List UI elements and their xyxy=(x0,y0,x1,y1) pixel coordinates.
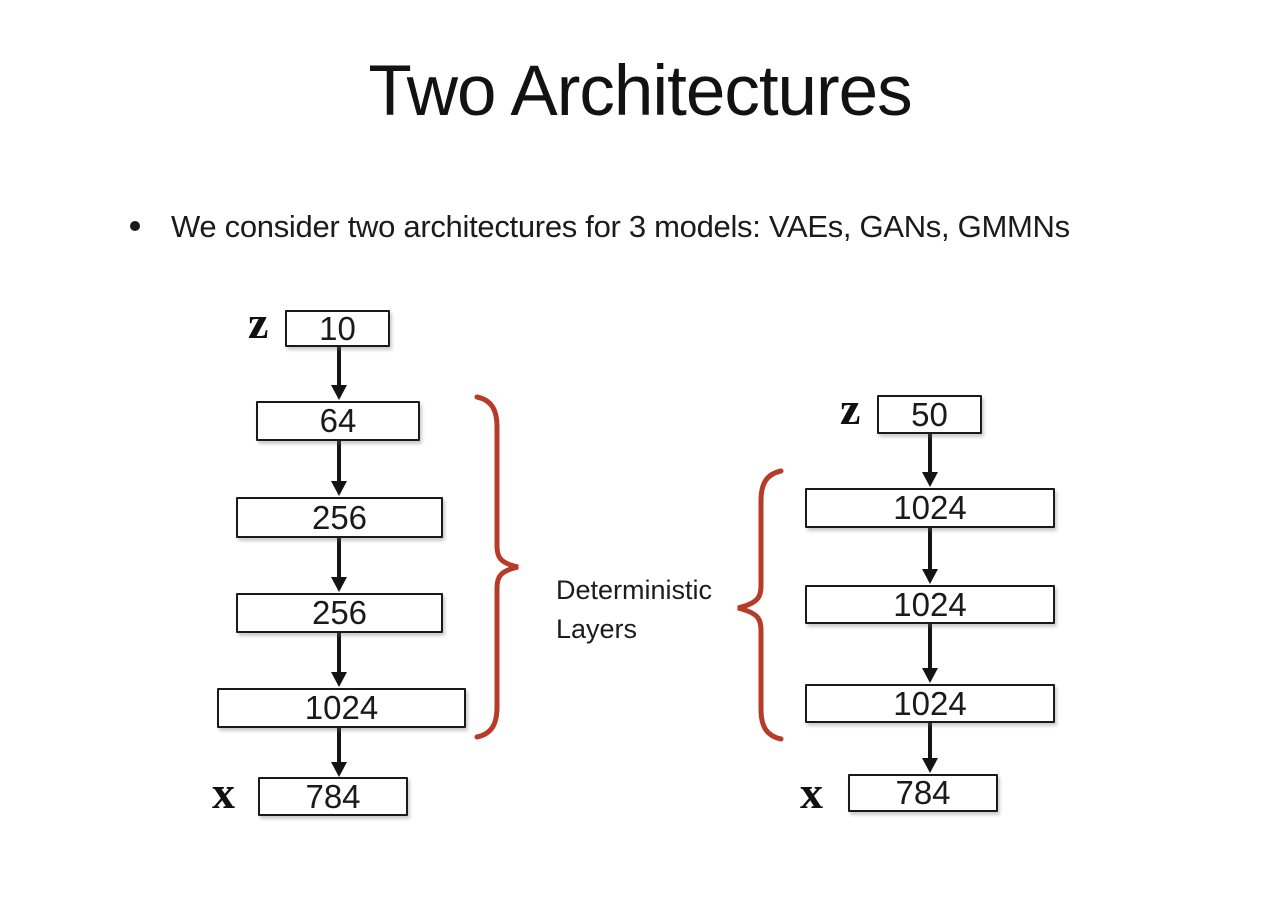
arrow-down-icon xyxy=(922,624,938,683)
arrow-down-icon xyxy=(331,347,347,400)
latent-label-left: z xyxy=(248,297,269,348)
layer-box-output-right: 784 xyxy=(848,774,998,812)
arrow-down-icon xyxy=(331,633,347,687)
output-label-left: x xyxy=(212,767,235,818)
bullet-item: We consider two architectures for 3 mode… xyxy=(130,209,1070,245)
layer-box-latent-right: 50 xyxy=(877,395,982,434)
curly-brace-icon-left xyxy=(474,394,519,740)
arrow-down-icon xyxy=(922,528,938,584)
layer-box-latent-left: 10 xyxy=(285,310,390,347)
arrow-down-icon xyxy=(922,723,938,773)
deterministic-layers-annotation: Deterministic Layers xyxy=(556,571,712,649)
layer-box-hidden: 1024 xyxy=(805,585,1055,624)
arrow-down-icon xyxy=(331,441,347,496)
bullet-icon xyxy=(130,221,140,231)
layer-box-hidden: 1024 xyxy=(217,688,466,728)
curly-brace-icon-right xyxy=(737,468,784,742)
latent-label-right: z xyxy=(840,383,861,434)
annotation-line-1: Deterministic xyxy=(556,575,713,605)
annotation-line-2: Layers xyxy=(556,614,638,644)
output-label-right: x xyxy=(800,767,823,818)
layer-box-hidden: 1024 xyxy=(805,488,1055,528)
layer-box-output-left: 784 xyxy=(258,777,408,816)
slide-title: Two Architectures xyxy=(368,52,912,131)
arrow-down-icon xyxy=(331,728,347,777)
bullet-text: We consider two architectures for 3 mode… xyxy=(171,209,1070,244)
layer-box-hidden: 1024 xyxy=(805,684,1055,723)
layer-box-hidden: 64 xyxy=(256,401,420,441)
arrow-down-icon xyxy=(922,434,938,487)
layer-box-hidden: 256 xyxy=(236,593,443,633)
arrow-down-icon xyxy=(331,538,347,592)
layer-box-hidden: 256 xyxy=(236,497,443,538)
